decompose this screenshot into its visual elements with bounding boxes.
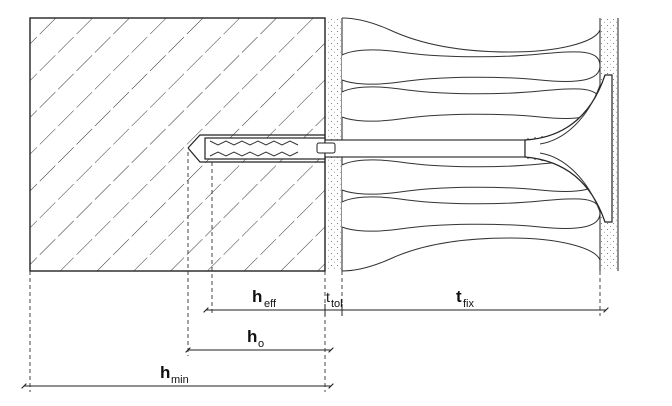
expansion-ribs: [209, 140, 299, 157]
dimension-lines: [21, 304, 609, 389]
label-t-tol: t tol: [326, 289, 343, 310]
label-t-tol-sub: tol: [331, 298, 343, 310]
label-h-eff: h eff: [252, 287, 277, 310]
anchor-plate: [524, 74, 613, 223]
label-t-fix-main: t: [456, 287, 462, 306]
label-h-o-main: h: [247, 327, 257, 346]
insulation-layer: [341, 17, 601, 272]
label-t-tol-main: t: [326, 289, 330, 305]
label-h-o-sub: o: [258, 338, 264, 350]
label-h-min-main: h: [160, 363, 170, 382]
label-h-min-sub: min: [171, 374, 189, 386]
label-h-min: h min: [160, 363, 189, 386]
extension-lines: [29, 152, 601, 392]
label-t-fix-sub: fix: [463, 298, 475, 310]
insulation-anchor: [187, 74, 613, 223]
label-h-eff-main: h: [252, 287, 262, 306]
label-h-o: h o: [247, 327, 264, 350]
label-t-fix: t fix: [456, 287, 475, 310]
label-h-eff-sub: eff: [264, 298, 277, 310]
